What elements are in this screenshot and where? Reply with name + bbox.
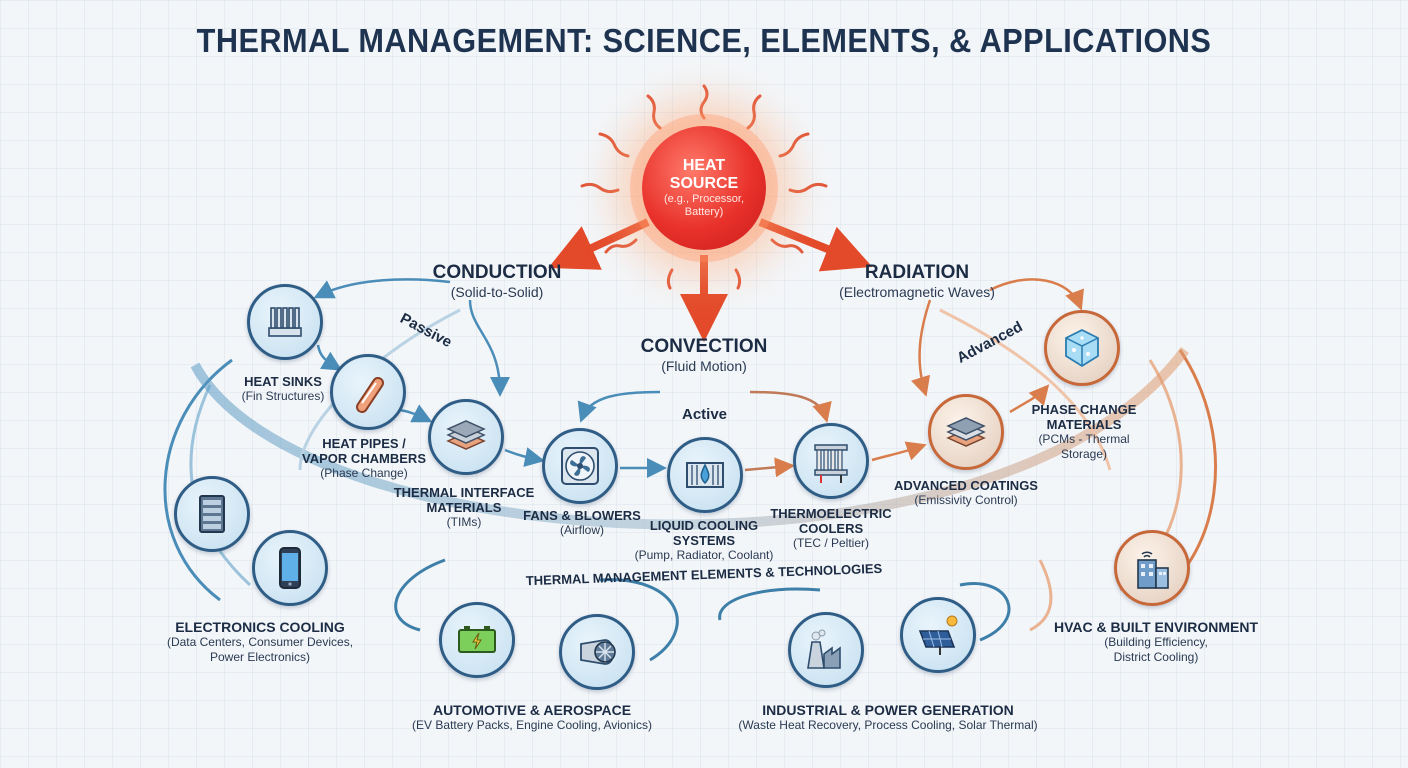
convection-to-fans xyxy=(577,390,661,423)
heatpipes-to-tims xyxy=(399,404,433,423)
heat-pipe-icon xyxy=(330,354,406,430)
advanced-guide xyxy=(939,308,1112,471)
industrial-arc xyxy=(718,582,1011,642)
convection-to-tec xyxy=(749,390,832,423)
tims-to-fans xyxy=(504,447,545,467)
convection-sub: (Fluid Motion) xyxy=(661,358,747,374)
heat-rays xyxy=(580,84,828,290)
heat-source-sub-2: Battery) xyxy=(684,206,724,218)
hvac-sub-1: (Building Efficiency, xyxy=(1104,635,1208,649)
radiator-droplet-icon xyxy=(667,437,743,513)
electronics-title: ELECTRONICS COOLING xyxy=(175,619,345,635)
automotive-sub: (EV Battery Packs, Engine Cooling, Avion… xyxy=(412,718,652,732)
pcm-title-2: MATERIALS xyxy=(1046,417,1122,432)
conduction-to-heatsinks xyxy=(313,278,451,299)
ice-cube-icon xyxy=(1044,310,1120,386)
solar-panel-icon xyxy=(900,597,976,673)
electronics-sub-2: Power Electronics) xyxy=(209,650,311,664)
label-tec: THERMOELECTRIC COOLERS (TEC / Peltier) xyxy=(770,506,891,551)
tec-title-1: THERMOELECTRIC xyxy=(770,506,892,521)
smart-building-icon xyxy=(1114,530,1190,606)
label-heat-sinks: HEAT SINKS (Fin Structures) xyxy=(242,374,325,404)
automotive-arc xyxy=(394,558,679,662)
label-pcm: PHASE CHANGE MATERIALS (PCMs - Thermal S… xyxy=(1032,402,1137,462)
heat-sinks-title: HEAT SINKS xyxy=(244,374,322,389)
arrow-to-conduction xyxy=(548,218,650,270)
label-heat-pipes: HEAT PIPES / VAPOR CHAMBERS (Phase Chang… xyxy=(302,436,426,481)
tims-title-1: THERMAL INTERFACE xyxy=(393,485,535,500)
hvac-title: HVAC & BUILT ENVIRONMENT xyxy=(1053,619,1259,635)
convection-title: CONVECTION xyxy=(640,336,768,357)
fans-title: FANS & BLOWERS xyxy=(523,508,641,523)
mode-convection: CONVECTION (Fluid Motion) xyxy=(641,336,768,374)
automotive-title: AUTOMOTIVE & AEROSPACE xyxy=(432,702,632,718)
radiation-sub: (Electromagnetic Waves) xyxy=(839,284,995,300)
server-icon xyxy=(174,476,250,552)
liquid-title-2: SYSTEMS xyxy=(672,533,736,548)
smartphone-icon xyxy=(252,530,328,606)
radiation-to-coatings xyxy=(910,299,932,397)
label-liquid: LIQUID COOLING SYSTEMS (Pump, Radiator, … xyxy=(635,518,774,563)
label-coatings: ADVANCED COATINGS (Emissivity Control) xyxy=(894,478,1038,508)
heat-sink-icon xyxy=(247,284,323,360)
radiation-title: RADIATION xyxy=(864,262,970,283)
heat-source-sub-1: (e.g., Processor, xyxy=(663,193,745,205)
heat-source-title-2: SOURCE xyxy=(669,175,739,192)
conduction-title: CONDUCTION xyxy=(432,262,562,283)
industrial-title: INDUSTRIAL & POWER GENERATION xyxy=(762,702,1014,718)
mode-conduction: CONDUCTION (Solid-to-Solid) xyxy=(433,262,562,300)
coating-layers-icon xyxy=(928,394,1004,470)
liquid-title-1: LIQUID COOLING xyxy=(649,518,759,533)
tec-title-2: COOLERS xyxy=(798,521,864,536)
conduction-to-tims xyxy=(468,299,510,397)
tec-to-coatings xyxy=(871,441,927,462)
label-electronics: ELECTRONICS COOLING (Data Centers, Consu… xyxy=(167,620,353,665)
pcm-sub-2: Storage) xyxy=(1060,447,1108,461)
hvac-sub-2: District Cooling) xyxy=(1113,650,1199,664)
arrow-to-radiation xyxy=(758,218,873,272)
heat-source-title-1: HEAT xyxy=(682,157,726,174)
page-title: THERMAL MANAGEMENT: SCIENCE, ELEMENTS, &… xyxy=(196,22,1212,59)
heat-source: HEAT SOURCE (e.g., Processor, Battery) xyxy=(642,126,766,250)
fans-sub: (Airflow) xyxy=(559,523,604,537)
factory-icon xyxy=(788,612,864,688)
jet-engine-icon xyxy=(559,614,635,690)
pcm-sub-1: (PCMs - Thermal xyxy=(1038,432,1130,446)
industrial-sub: (Waste Heat Recovery, Process Cooling, S… xyxy=(738,718,1038,732)
electronics-sub-1: (Data Centers, Consumer Devices, xyxy=(166,635,354,649)
battery-icon xyxy=(439,602,515,678)
liquid-to-tec xyxy=(744,457,795,478)
fan-icon xyxy=(542,428,618,504)
conduction-sub: (Solid-to-Solid) xyxy=(450,284,544,300)
label-industrial: INDUSTRIAL & POWER GENERATION (Waste Hea… xyxy=(738,703,1037,733)
heat-pipes-title-1: HEAT PIPES / xyxy=(322,436,406,451)
elements-band xyxy=(190,347,1190,530)
heat-sinks-sub: (Fin Structures) xyxy=(241,389,325,403)
coatings-sub: (Emissivity Control) xyxy=(914,493,1018,507)
peltier-icon xyxy=(793,423,869,499)
label-tims: THERMAL INTERFACE MATERIALS (TIMs) xyxy=(394,485,535,530)
coatings-title: ADVANCED COATINGS xyxy=(894,478,1038,493)
liquid-sub: (Pump, Radiator, Coolant) xyxy=(634,548,774,562)
tec-sub: (TEC / Peltier) xyxy=(792,536,869,550)
label-hvac: HVAC & BUILT ENVIRONMENT (Building Effic… xyxy=(1054,620,1258,665)
radiation-to-pcm xyxy=(989,278,1084,311)
heatsinks-to-heatpipes xyxy=(316,344,343,371)
coatings-to-pcm xyxy=(1009,384,1050,414)
pcm-title-1: PHASE CHANGE xyxy=(1031,402,1137,417)
tims-title-2: MATERIALS xyxy=(426,500,502,515)
tims-sub: (TIMs) xyxy=(446,515,482,529)
label-fans: FANS & BLOWERS (Airflow) xyxy=(523,508,641,538)
label-automotive: AUTOMOTIVE & AEROSPACE (EV Battery Packs… xyxy=(412,703,652,733)
tag-active: Active xyxy=(682,406,728,423)
heat-pipes-title-2: VAPOR CHAMBERS xyxy=(302,451,426,466)
mode-radiation: RADIATION (Electromagnetic Waves) xyxy=(839,262,995,300)
tim-layers-icon xyxy=(428,399,504,475)
heat-pipes-sub: (Phase Change) xyxy=(320,466,408,480)
